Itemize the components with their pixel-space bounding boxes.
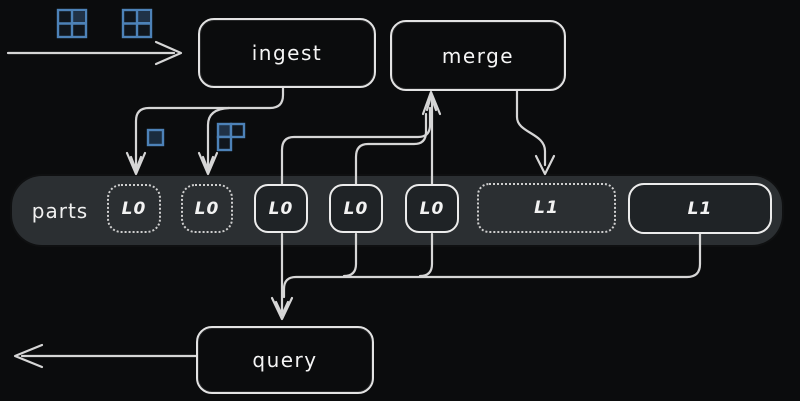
data-icons xyxy=(56,8,246,152)
query-label: query xyxy=(252,348,318,372)
query-node: query xyxy=(196,326,374,394)
merge-to-l1-arrow xyxy=(515,86,556,176)
part-l1-solid: L1 xyxy=(628,183,772,234)
output-arrow xyxy=(13,343,198,369)
part-label: L1 xyxy=(687,198,713,219)
merge-label: merge xyxy=(441,43,515,68)
part-label: L0 xyxy=(343,198,369,219)
part-l0-dotted-2: L0 xyxy=(181,184,233,233)
part-label: L0 xyxy=(194,198,220,219)
parts-to-query-arrows xyxy=(270,232,702,321)
ingest-node: ingest xyxy=(198,18,376,88)
partial-table-icon xyxy=(216,122,246,152)
part-label: L0 xyxy=(419,198,445,219)
table-grid-icon xyxy=(121,8,153,39)
ingest-label: ingest xyxy=(251,41,323,65)
parts-band-label: parts xyxy=(31,198,89,223)
part-l0-dotted-1: L0 xyxy=(107,184,161,233)
single-cell-icon xyxy=(146,128,165,147)
part-label: L1 xyxy=(534,198,559,218)
parts-to-merge-arrows xyxy=(280,90,442,186)
part-l0-solid-3: L0 xyxy=(405,184,459,233)
table-grid-icon xyxy=(56,8,88,39)
part-l0-solid-2: L0 xyxy=(329,184,383,233)
input-arrow xyxy=(6,40,183,66)
part-label: L0 xyxy=(121,198,147,219)
ingest-to-parts-arrows xyxy=(125,84,285,176)
part-l0-solid-1: L0 xyxy=(254,184,308,233)
merge-node: merge xyxy=(390,20,566,91)
part-label: L0 xyxy=(268,198,294,219)
part-l1-dotted: L1 xyxy=(477,183,616,233)
